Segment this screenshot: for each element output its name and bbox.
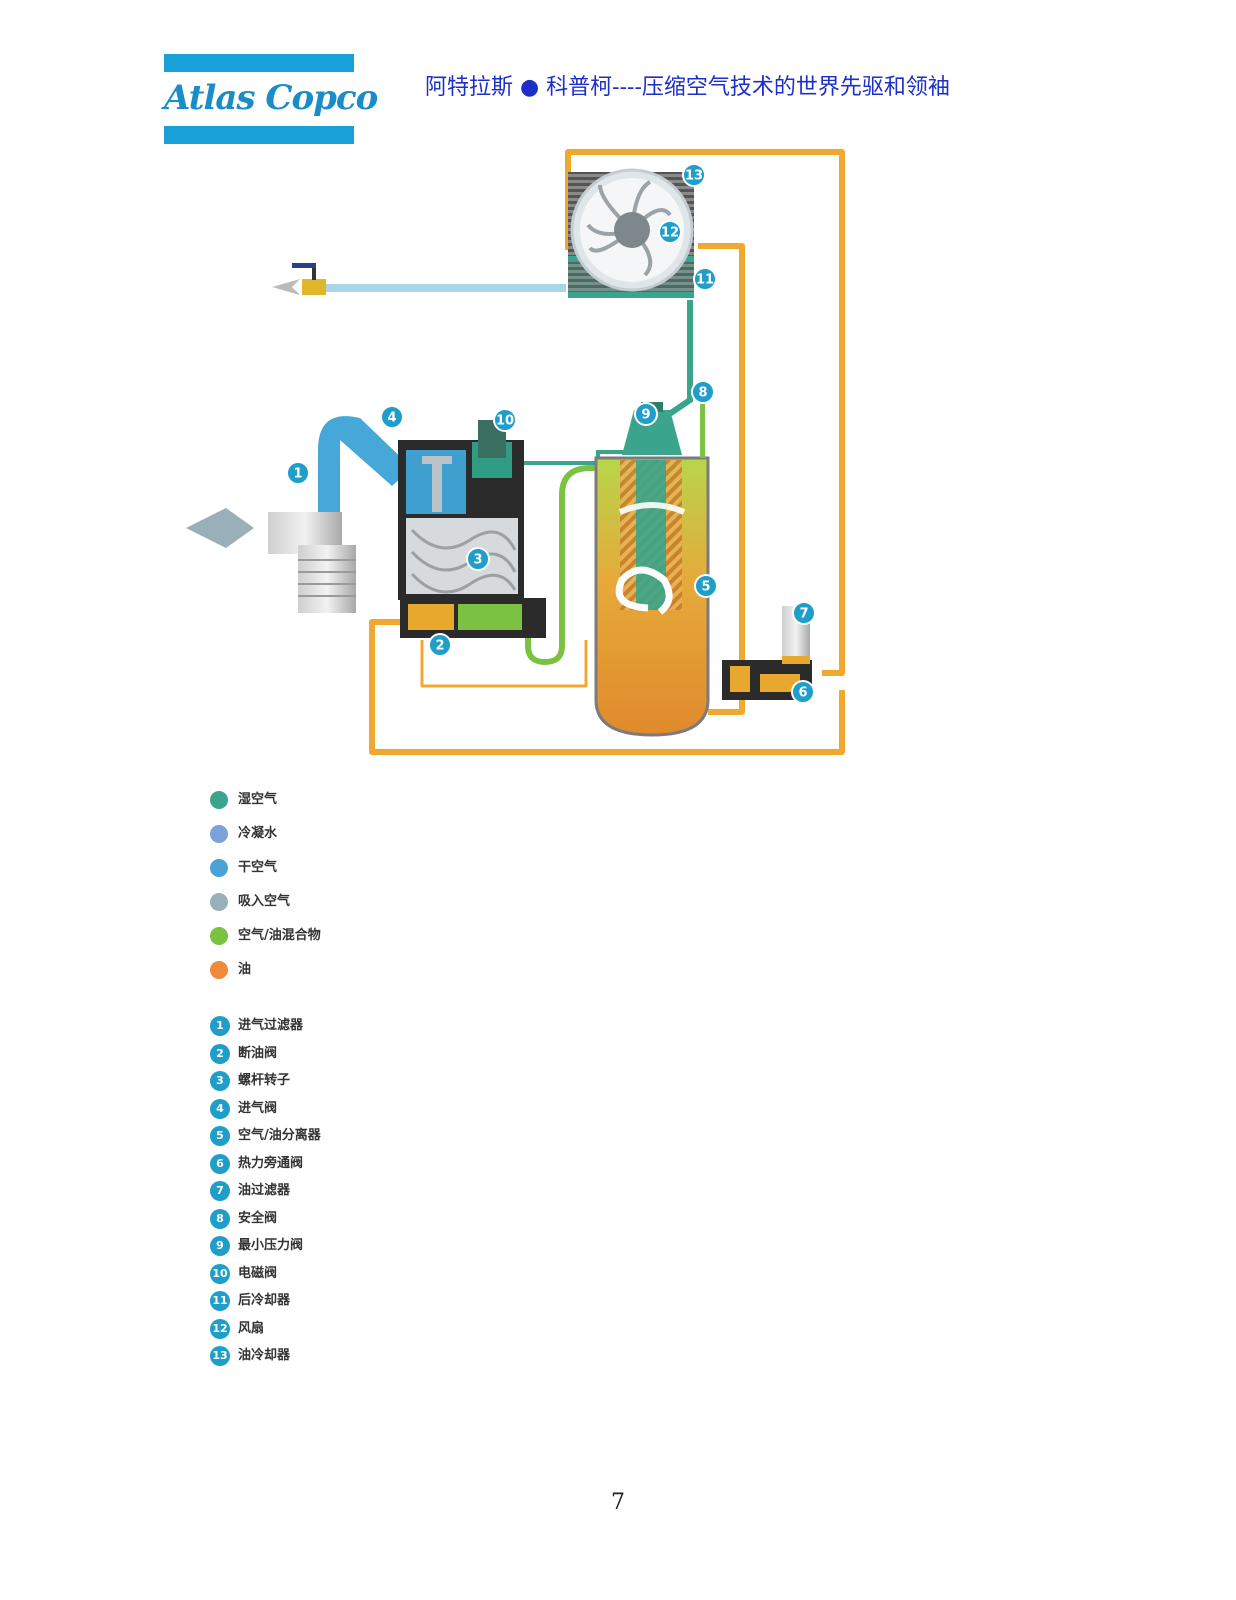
legend-component-label: 最小压力阀 (238, 1238, 304, 1253)
legend-color-dot (210, 927, 228, 945)
legend-component-label: 断油阀 (238, 1045, 278, 1061)
callout-circle (691, 380, 715, 404)
legend-media-label: 空气/油混合物 (238, 928, 321, 943)
callout-circle (428, 633, 452, 657)
logo-text: Atlas Copco (164, 78, 378, 118)
legend-component-label: 进气过滤器 (238, 1018, 304, 1033)
callout-number: 10 (496, 414, 514, 429)
callout-number: 2 (435, 639, 444, 654)
legend-color-dot (210, 791, 228, 809)
callout-circle (682, 163, 706, 187)
callout-circle (286, 461, 310, 485)
callout-number: 5 (701, 580, 710, 595)
legend-color-dot (210, 961, 228, 979)
logo-bottom-bar (164, 126, 354, 144)
compressor-element (398, 420, 546, 638)
component-number-badge: 1 (210, 1016, 230, 1036)
callout-10: 10 (493, 408, 517, 432)
component-number-badge: 10 (210, 1263, 230, 1284)
legend-component-label: 风扇 (238, 1320, 265, 1336)
callout-circle (466, 547, 490, 571)
callout-number: 7 (799, 607, 808, 622)
legend-component-label: 热力旁通阀 (238, 1155, 304, 1171)
callout-circle (694, 574, 718, 598)
component-number-badge: 9 (210, 1236, 230, 1256)
callout-circle (634, 402, 658, 426)
legend-media-label: 湿空气 (238, 792, 278, 807)
intake-assembly (186, 416, 412, 613)
page-number: 7 (611, 1490, 625, 1515)
callout-number: 6 (798, 686, 807, 701)
callout-number: 9 (641, 408, 650, 423)
callout-number: 4 (387, 411, 396, 426)
legend-media-label: 干空气 (238, 860, 278, 875)
component-number-badge: 5 (210, 1126, 230, 1146)
dry-air-line (272, 263, 566, 295)
callout-number: 13 (685, 169, 703, 184)
component-number-badge: 7 (210, 1181, 230, 1201)
oil-circuit (369, 149, 845, 755)
legend-media-label: 冷凝水 (238, 826, 278, 841)
header-title: 阿特拉斯 ● 科普柯----压缩空气技术的世界先驱和领袖 (425, 75, 950, 100)
callout-circle (693, 267, 717, 291)
callout-circle (791, 680, 815, 704)
callout-number: 3 (473, 553, 482, 568)
callout-number: 8 (698, 386, 707, 401)
callout-circle (493, 408, 517, 432)
callout-circle (380, 405, 404, 429)
legend-color-dot (210, 893, 228, 911)
callout-circle (792, 601, 816, 625)
separator-tank (594, 392, 710, 737)
legend-component-label: 安全阀 (238, 1210, 278, 1226)
component-number-badge: 4 (210, 1098, 230, 1119)
component-number-badge: 12 (210, 1318, 230, 1339)
callout-12: 12 (658, 220, 682, 244)
component-number-badge: 11 (210, 1291, 230, 1311)
component-number-badge: 2 (210, 1043, 230, 1064)
legend-component-label: 油过滤器 (238, 1183, 291, 1198)
legend-color-dot (210, 859, 228, 877)
legend-component-label: 进气阀 (238, 1100, 278, 1116)
callout-8: 8 (691, 380, 715, 404)
callout-1: 1 (286, 461, 310, 485)
component-number-badge: 13 (210, 1346, 230, 1366)
legend-component-label: 螺杆转子 (238, 1073, 291, 1088)
callout-7: 7 (792, 601, 816, 625)
callout-number: 11 (696, 273, 714, 288)
cooler-assembly (568, 168, 694, 298)
callout-4: 4 (380, 405, 404, 429)
legend-component-label: 空气/油分离器 (238, 1128, 321, 1143)
callout-3: 3 (466, 547, 490, 571)
callout-13: 13 (682, 163, 706, 187)
callout-6: 6 (791, 680, 815, 704)
component-number-badge: 8 (210, 1208, 230, 1229)
callout-number: 1 (293, 467, 302, 482)
legend-media-label: 油 (238, 962, 252, 977)
callout-2: 2 (428, 633, 452, 657)
callout-circle (658, 220, 682, 244)
legend-component-label: 后冷却器 (238, 1293, 291, 1308)
legend-component-label: 油冷却器 (238, 1348, 291, 1363)
logo-top-bar (164, 54, 354, 72)
callout-9: 9 (634, 402, 658, 426)
oil-filter-assembly (722, 606, 812, 700)
legend-color-dot (210, 825, 228, 843)
atlas-copco-logo: Atlas Copco (164, 54, 378, 148)
air-oil-mix-line (525, 465, 598, 666)
legend-component-label: 电磁阀 (238, 1265, 278, 1281)
component-number-badge: 6 (210, 1153, 230, 1174)
callout-number: 12 (661, 226, 679, 241)
callout-11: 11 (693, 267, 717, 291)
component-number-badge: 3 (210, 1071, 230, 1091)
legend-media-label: 吸入空气 (238, 894, 291, 909)
callout-5: 5 (694, 574, 718, 598)
